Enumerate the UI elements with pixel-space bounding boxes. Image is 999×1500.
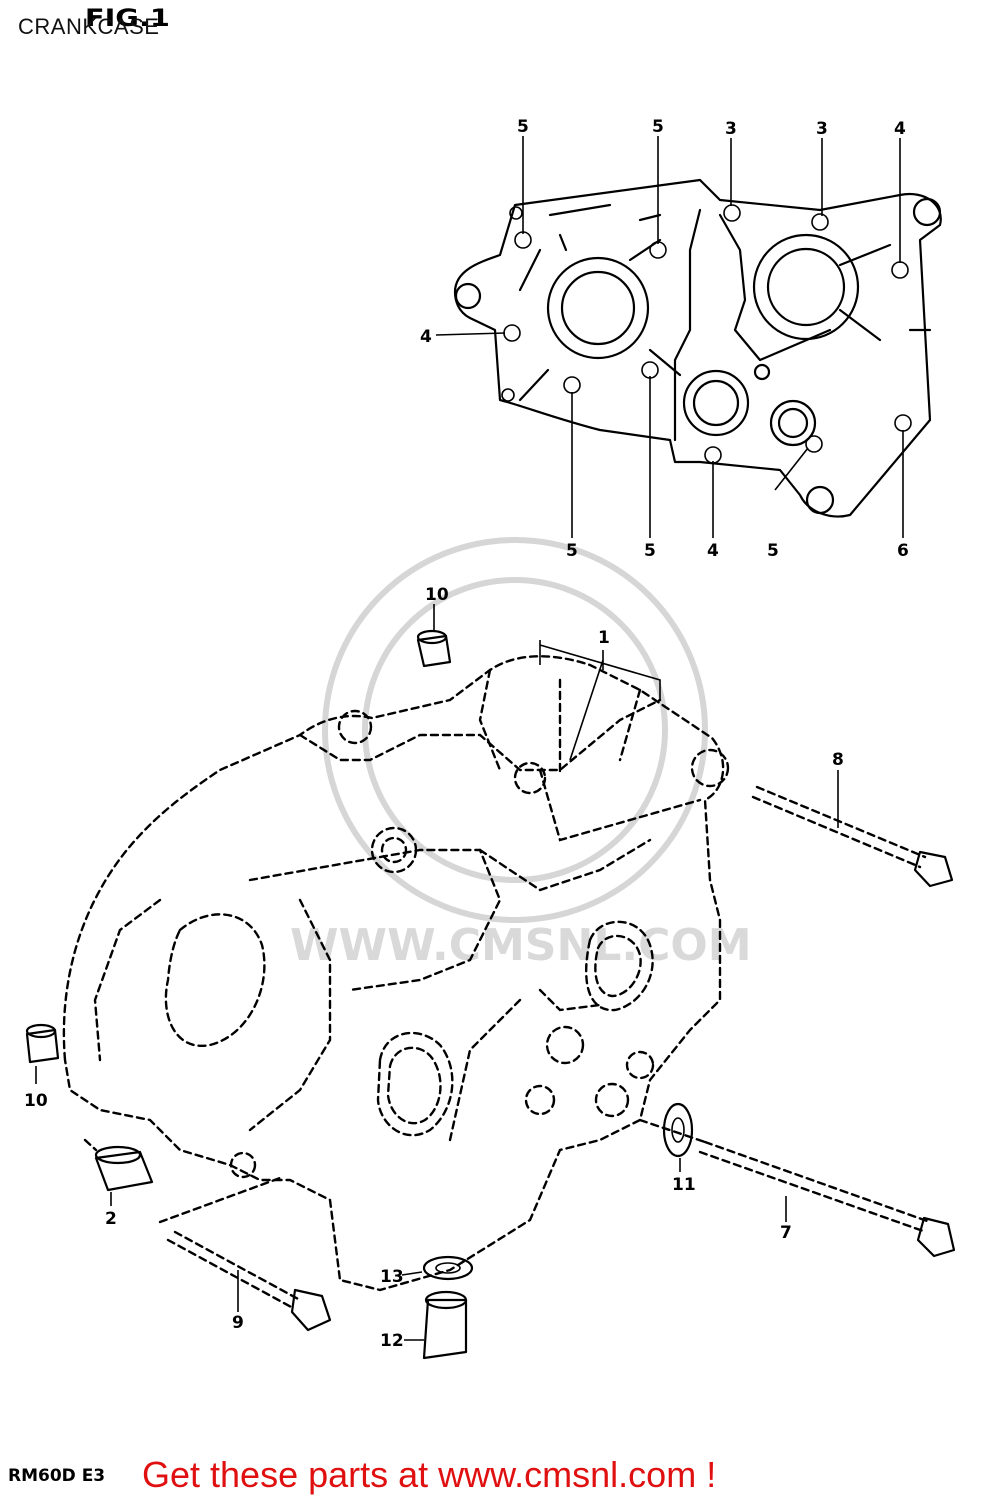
callout-bot-4: 4 xyxy=(707,541,719,561)
callout-top-5a: 5 xyxy=(517,117,529,137)
callout-top-5b: 5 xyxy=(652,117,664,137)
callout-part-9: 9 xyxy=(232,1313,244,1333)
page-title: CRANKCASE xyxy=(18,14,160,39)
crankcase-inner-view xyxy=(453,178,942,518)
part-10-collar-lower xyxy=(25,1023,60,1084)
figure-number: FIG.1 xyxy=(84,4,170,32)
part-7-bolt xyxy=(638,1118,956,1258)
part-10-collar-upper xyxy=(416,604,452,668)
parts-shop-link[interactable]: Get these parts at www.cmsnl.com ! xyxy=(142,1454,717,1495)
crankcase-assembly xyxy=(62,655,730,1292)
callout-bot-5b: 5 xyxy=(644,541,656,561)
callout-part-10a: 10 xyxy=(425,585,449,605)
part-2-dowel xyxy=(83,1138,154,1206)
callout-part-12: 12 xyxy=(380,1331,404,1351)
watermark-text: WWW.CMSNL.COM xyxy=(290,920,752,971)
leader-lines-upper xyxy=(435,136,904,538)
callout-part-7: 7 xyxy=(780,1223,792,1243)
part-13-washer xyxy=(401,1255,474,1281)
part-11-washer xyxy=(662,1102,694,1172)
part-9-bolt xyxy=(158,1176,332,1332)
part-12-drain-plug xyxy=(404,1290,468,1360)
callout-part-13: 13 xyxy=(380,1267,404,1287)
callout-labels: 5 5 3 3 4 4 5 5 4 5 6 1 10 8 10 2 11 7 1… xyxy=(24,117,909,1351)
callout-top-3b: 3 xyxy=(816,119,828,139)
callout-bot-5c: 5 xyxy=(767,541,779,561)
part-8-bolt xyxy=(751,770,954,888)
callout-left-4: 4 xyxy=(420,327,432,347)
model-code: RM60D E3 xyxy=(8,1466,106,1486)
callout-part-8: 8 xyxy=(832,750,844,770)
callout-part-1: 1 xyxy=(598,628,610,648)
callout-part-2: 2 xyxy=(105,1209,117,1229)
callout-top-4a: 4 xyxy=(894,119,906,139)
callout-top-3a: 3 xyxy=(725,119,737,139)
callout-part-10b: 10 xyxy=(24,1091,48,1111)
callout-bot-5a: 5 xyxy=(566,541,578,561)
callout-bot-6: 6 xyxy=(897,541,909,561)
leader-p1 xyxy=(539,640,661,761)
watermark: WWW.CMSNL.COM xyxy=(290,537,752,971)
callout-part-11: 11 xyxy=(672,1175,696,1195)
